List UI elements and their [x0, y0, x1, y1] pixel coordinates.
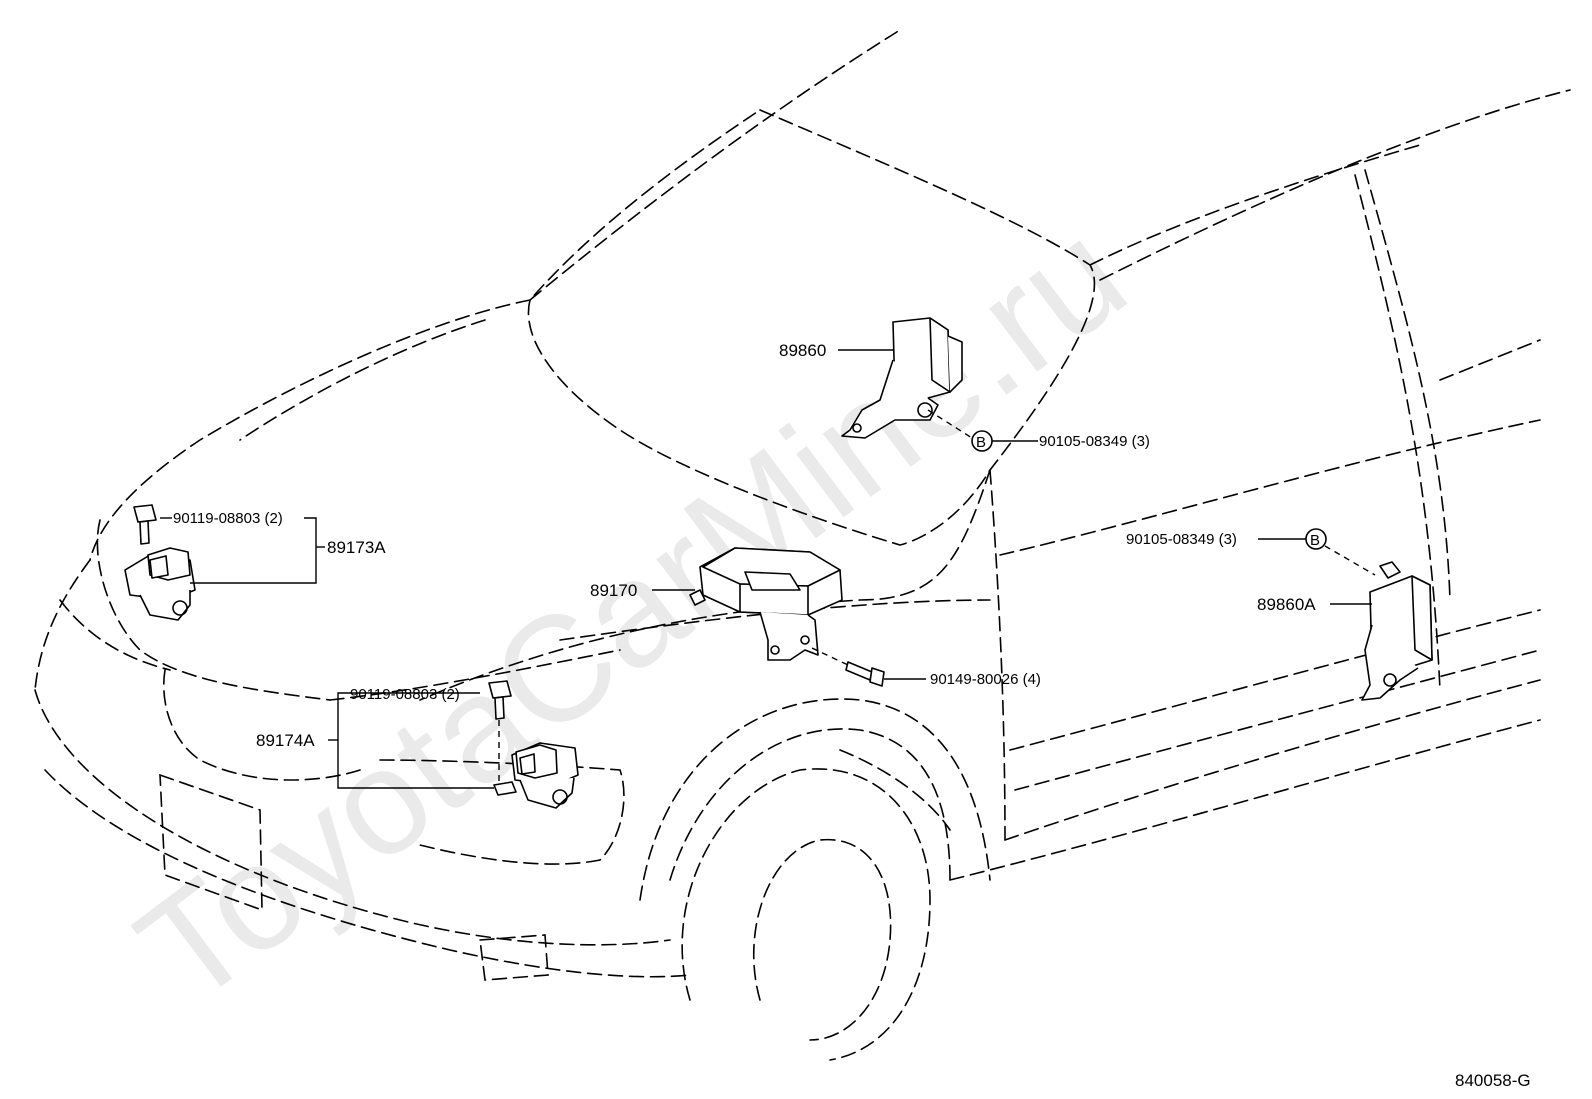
label-90149: 90149-80026 (4): [930, 671, 1041, 688]
roof-line: [529, 29, 901, 301]
label-90105-right: 90105-08349 (3): [1126, 531, 1237, 548]
label-89173A: 89173A: [327, 538, 386, 557]
front-sensor-89173A: [124, 547, 196, 621]
front-sensor-89174A: [493, 742, 579, 809]
hood-crease: [239, 319, 486, 441]
fog-lamp: [479, 934, 549, 981]
windshield: [527, 109, 1096, 546]
b-pillar-2: [1364, 169, 1451, 601]
label-89860: 89860: [779, 341, 826, 360]
headlight: [162, 669, 361, 781]
headlight-right: [379, 759, 625, 865]
label-90119-left: 90119-08803 (2): [173, 510, 283, 527]
vehicle-outline: [34, 29, 1571, 1061]
fender: [989, 469, 1006, 841]
mid-line-2: [1014, 649, 1541, 791]
b-pillar: [1354, 174, 1441, 691]
label-90105-upper: 90105-08349 (3): [1039, 433, 1150, 450]
hood-front: [96, 519, 331, 701]
ref-b-upper: B: [976, 434, 986, 451]
label-89860A: 89860A: [1257, 595, 1316, 614]
bumper-top: [34, 559, 91, 691]
roof-line-2: [1099, 89, 1571, 281]
bolt-90119-left: [133, 504, 157, 545]
bumper-lower: [44, 769, 691, 978]
screw-90149: [845, 661, 885, 687]
mid-line: [1009, 609, 1541, 751]
fender-line: [839, 749, 951, 831]
tire: [681, 768, 931, 1061]
diagram-code: 840058-G: [1455, 1071, 1531, 1090]
bolt-90119-center: [488, 680, 512, 720]
ref-b-right: B: [1310, 532, 1320, 549]
airbag-ecu-89170: [689, 547, 843, 661]
hood-left: [89, 299, 531, 561]
window-line: [1439, 339, 1541, 381]
label-89174A: 89174A: [256, 731, 315, 750]
body-side: [1004, 679, 1541, 841]
a-pillar: [1089, 144, 1421, 266]
label-90119-center: 90119-08803 (2): [350, 686, 460, 703]
rocker: [949, 719, 1541, 881]
grille: [59, 599, 171, 671]
hood-edge: [329, 649, 621, 701]
sensor-89860A: [1361, 561, 1433, 701]
wheel-arch-outer: [639, 698, 991, 901]
label-89170: 89170: [590, 581, 637, 600]
watermark: ToyotaCarMine.ru: [108, 189, 1155, 1036]
sensor-89860: [841, 317, 963, 439]
door-top: [999, 419, 1541, 556]
tire-inner: [752, 838, 892, 1041]
wheel-arch: [669, 728, 951, 881]
bumper-front: [34, 689, 671, 946]
license-plate: [159, 773, 263, 912]
